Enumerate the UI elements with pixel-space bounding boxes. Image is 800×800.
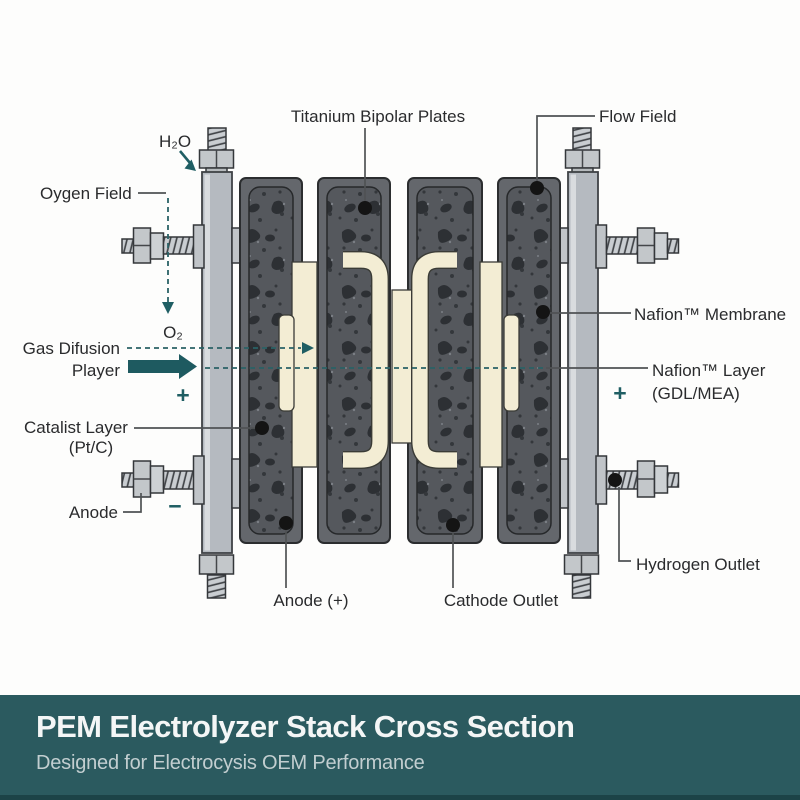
catalyst-strip-right <box>503 314 520 412</box>
flow-annotations <box>127 150 546 379</box>
label-nafion-layer-2: (GDL/MEA) <box>652 384 740 403</box>
right-top-stud <box>572 127 592 153</box>
oxygen-arrowhead-icon <box>162 302 174 314</box>
stack-cross-section-diagram: Titanium Bipolar Plates Flow Field H₂O O… <box>23 107 786 610</box>
flow-field-dot <box>530 181 544 195</box>
label-o2: O₂ <box>163 323 183 342</box>
titanium-dot <box>358 201 372 215</box>
membrane-dot <box>536 305 550 319</box>
label-oxygen-field: Oygen Field <box>40 184 132 203</box>
label-plus-right: + <box>613 380 626 406</box>
membrane-mea-layers <box>278 251 520 469</box>
catalyst-strip-left <box>278 314 295 412</box>
footer-title: PEM Electrolyzer Stack Cross Section <box>36 709 575 744</box>
cathode-dot <box>446 518 460 532</box>
bipolar-plates <box>239 177 561 544</box>
h2o-arrowhead-icon <box>184 159 196 171</box>
label-nafion-layer-1: Nafion™ Layer <box>652 361 766 380</box>
label-hydrogen-outlet: Hydrogen Outlet <box>636 555 760 574</box>
gas-arrowhead-icon <box>302 342 314 354</box>
left-top-stud <box>207 127 227 153</box>
label-plus-left: + <box>176 382 189 408</box>
left-bottom-stud <box>206 574 227 599</box>
bipolar-plate-1 <box>239 177 303 544</box>
left-end-plate-assembly <box>121 127 245 599</box>
label-flow-field: Flow Field <box>599 107 676 126</box>
h2o-arrow-line <box>179 150 191 164</box>
label-gas-diffusion-1: Gas Difusion <box>23 339 120 358</box>
hydrogen-dot <box>608 473 622 487</box>
footer-band: PEM Electrolyzer Stack Cross Section Des… <box>0 695 800 800</box>
leader-lines <box>123 115 648 588</box>
label-anode: Anode <box>69 503 118 522</box>
label-titanium-bipolar-plates: Titanium Bipolar Plates <box>291 107 465 126</box>
label-h2o: H₂O <box>159 132 191 151</box>
right-bottom-stud <box>571 574 592 599</box>
right-upper-bolt <box>595 224 680 269</box>
catalyst-dot <box>255 421 269 435</box>
flow-direction-arrow-icon <box>128 354 197 379</box>
label-catalyst-1: Catalist Layer <box>24 418 128 437</box>
label-minus-left: − <box>168 493 181 519</box>
left-lower-bolt <box>121 455 205 505</box>
label-cathode-outlet: Cathode Outlet <box>444 591 559 610</box>
label-nafion-membrane: Nafion™ Membrane <box>634 305 786 324</box>
left-upper-bolt <box>121 224 205 269</box>
leader-dots <box>255 181 622 532</box>
footer-subtitle: Designed for Electrocysis OEM Performanc… <box>36 751 425 774</box>
anode-plus-dot <box>279 516 293 530</box>
label-anode-plus: Anode (+) <box>273 591 348 610</box>
gdl-strip-right <box>479 261 503 468</box>
gdl-strip-left <box>291 261 318 468</box>
label-catalyst-2: (Pt/C) <box>69 438 113 457</box>
label-gas-diffusion-2: Player <box>72 361 121 380</box>
